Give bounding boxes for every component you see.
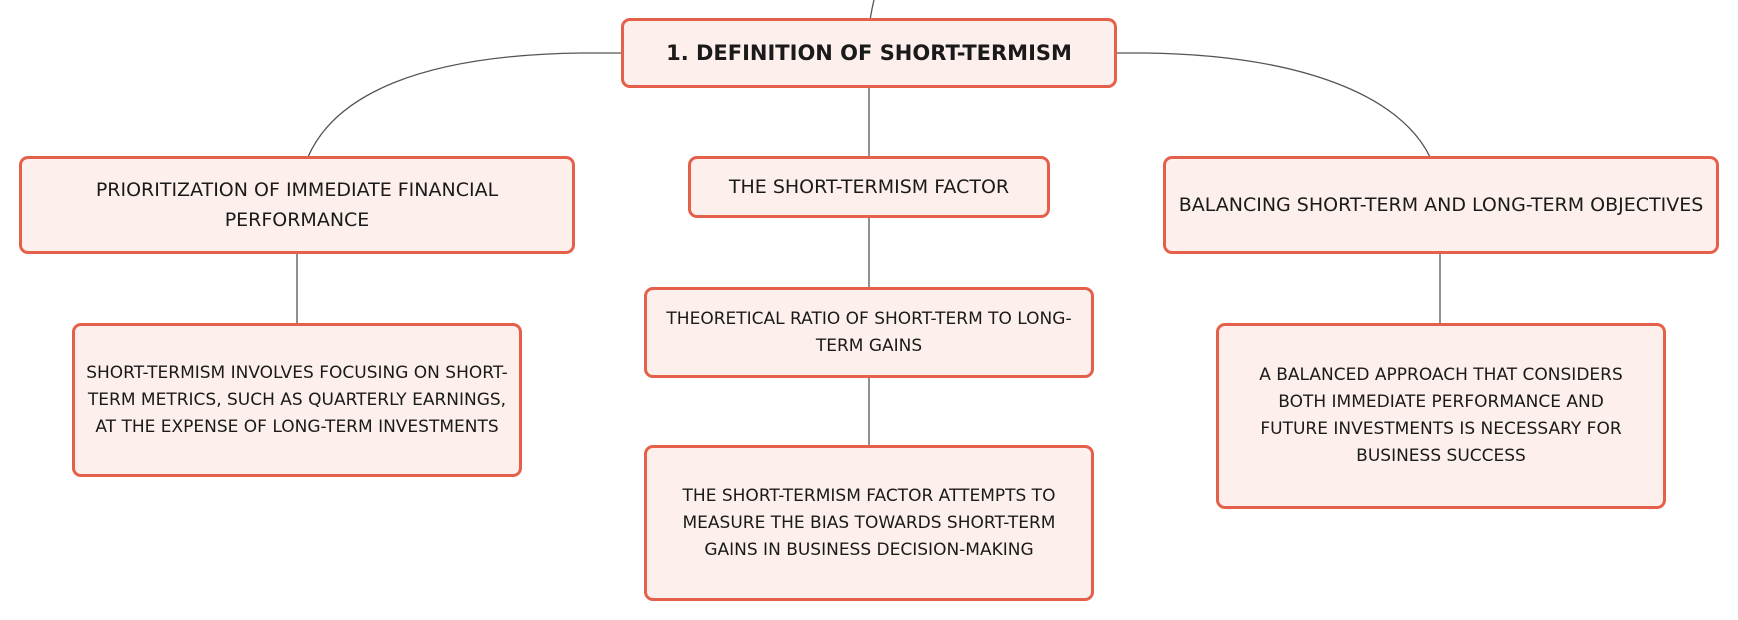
branch-topic-immediate-performance[interactable]: PRIORITIZATION OF IMMEDIATE FINANCIAL PE… [19, 156, 575, 254]
root-topic-label: 1. DEFINITION OF SHORT-TERMISM [666, 41, 1072, 65]
subtopic-label: THE SHORT-TERMISM FACTOR ATTEMPTS TO MEA… [682, 485, 1056, 560]
root-topic[interactable]: 1. DEFINITION OF SHORT-TERMISM [621, 18, 1117, 88]
connector-root-to-left-branch [307, 52, 622, 158]
subtopic-label: SHORT-TERMISM INVOLVES FOCUSING ON SHORT… [86, 362, 508, 437]
subtopic-balanced-approach[interactable]: A BALANCED APPROACH THAT CONSIDERS BOTH … [1216, 323, 1666, 509]
branch-topic-balancing-objectives[interactable]: BALANCING SHORT-TERM AND LONG-TERM OBJEC… [1163, 156, 1719, 254]
branch-topic-label: BALANCING SHORT-TERM AND LONG-TERM OBJEC… [1178, 194, 1704, 216]
subtopic-label: A BALANCED APPROACH THAT CONSIDERS BOTH … [1259, 365, 1623, 466]
subtopic-short-term-metrics[interactable]: SHORT-TERMISM INVOLVES FOCUSING ON SHORT… [72, 323, 522, 477]
subtopic-theoretical-ratio[interactable]: THEORETICAL RATIO OF SHORT-TERM TO LONG-… [644, 287, 1094, 378]
branch-topic-short-termism-factor[interactable]: THE SHORT-TERMISM FACTOR [688, 156, 1050, 218]
connector-parent-to-root [869, 0, 875, 21]
branch-topic-label: PRIORITIZATION OF IMMEDIATE FINANCIAL PE… [95, 179, 499, 231]
subtopic-factor-measure[interactable]: THE SHORT-TERMISM FACTOR ATTEMPTS TO MEA… [644, 445, 1094, 601]
branch-topic-label: THE SHORT-TERMISM FACTOR [728, 176, 1010, 198]
connector-root-to-right-branch [1115, 52, 1431, 158]
subtopic-label: THEORETICAL RATIO OF SHORT-TERM TO LONG-… [666, 308, 1072, 356]
